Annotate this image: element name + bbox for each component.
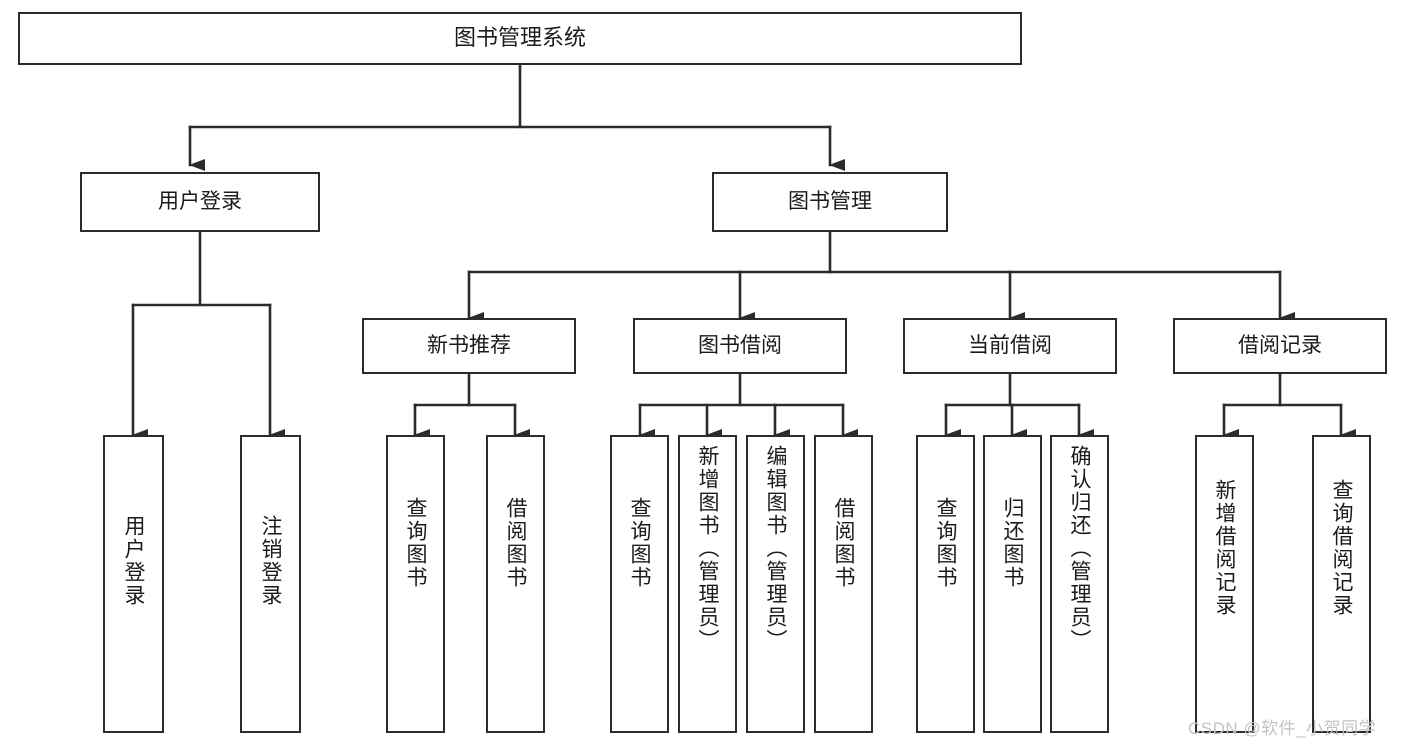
node-leaf-user-login[interactable]: 用户登录 bbox=[103, 435, 164, 733]
node-label: 用户登录 bbox=[122, 515, 145, 607]
node-label: 确认归还（管理员） bbox=[1068, 445, 1091, 652]
node-leaf-query-borrow-record[interactable]: 查询借阅记录 bbox=[1312, 435, 1371, 733]
node-leaf-logout[interactable]: 注销登录 bbox=[240, 435, 301, 733]
node-label: 注销登录 bbox=[259, 515, 282, 607]
node-label: 查询借阅记录 bbox=[1330, 479, 1353, 617]
node-current-borrowing[interactable]: 当前借阅 bbox=[903, 318, 1117, 374]
node-label: 借阅图书 bbox=[504, 497, 527, 589]
node-label: 借阅图书 bbox=[832, 497, 855, 589]
node-leaf-confirm-return-admin[interactable]: 确认归还（管理员） bbox=[1050, 435, 1109, 733]
node-root-book-management-system[interactable]: 图书管理系统 bbox=[18, 12, 1022, 65]
node-leaf-query-book-newbook[interactable]: 查询图书 bbox=[386, 435, 445, 733]
node-leaf-return-book[interactable]: 归还图书 bbox=[983, 435, 1042, 733]
node-label: 借阅记录 bbox=[1238, 334, 1322, 358]
node-user-login[interactable]: 用户登录 bbox=[80, 172, 320, 232]
node-leaf-borrow-book-newbook[interactable]: 借阅图书 bbox=[486, 435, 545, 733]
node-label: 图书借阅 bbox=[698, 334, 782, 358]
node-label: 新书推荐 bbox=[427, 334, 511, 358]
node-leaf-query-book-borrow[interactable]: 查询图书 bbox=[610, 435, 669, 733]
node-leaf-edit-book-admin[interactable]: 编辑图书（管理员） bbox=[746, 435, 805, 733]
node-label: 归还图书 bbox=[1001, 497, 1024, 589]
node-book-management[interactable]: 图书管理 bbox=[712, 172, 948, 232]
node-new-book-recommendation[interactable]: 新书推荐 bbox=[362, 318, 576, 374]
node-leaf-query-book-current[interactable]: 查询图书 bbox=[916, 435, 975, 733]
node-label: 新增图书（管理员） bbox=[696, 445, 719, 652]
node-borrow-records[interactable]: 借阅记录 bbox=[1173, 318, 1387, 374]
node-leaf-add-borrow-record[interactable]: 新增借阅记录 bbox=[1195, 435, 1254, 733]
node-leaf-add-book-admin[interactable]: 新增图书（管理员） bbox=[678, 435, 737, 733]
node-leaf-lend-book[interactable]: 借阅图书 bbox=[814, 435, 873, 733]
node-label: 查询图书 bbox=[628, 497, 651, 589]
node-label: 图书管理 bbox=[788, 190, 872, 214]
node-label: 当前借阅 bbox=[968, 334, 1052, 358]
node-label: 用户登录 bbox=[158, 190, 242, 214]
node-label: 编辑图书（管理员） bbox=[764, 445, 787, 652]
node-book-borrowing[interactable]: 图书借阅 bbox=[633, 318, 847, 374]
csdn-watermark: CSDN @软件_小贺同学 bbox=[1188, 719, 1377, 738]
node-label: 查询图书 bbox=[404, 497, 427, 589]
node-label: 图书管理系统 bbox=[453, 25, 586, 51]
node-label: 查询图书 bbox=[934, 497, 957, 589]
node-label: 新增借阅记录 bbox=[1213, 479, 1236, 617]
